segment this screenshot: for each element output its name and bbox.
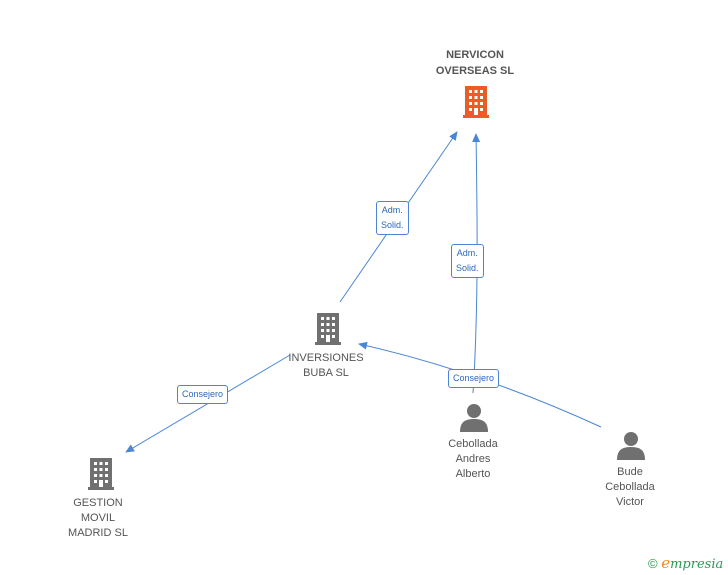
edge-label-andres-nervicon: Adm. Solid. (451, 244, 484, 278)
edge-label-victor-inversiones: Consejero (448, 369, 500, 388)
andres-label[interactable]: Cebollada Andres Alberto (448, 438, 498, 480)
gestion-building-icon[interactable] (88, 458, 114, 490)
nervicon-building-icon[interactable] (463, 86, 489, 118)
victor-person-icon[interactable] (617, 432, 645, 460)
gestion-label[interactable]: GESTION MOVIL MADRID SL (68, 497, 128, 539)
victor-label[interactable]: Bude Cebollada Victor (605, 466, 655, 508)
inversiones-building-icon[interactable] (315, 313, 341, 345)
copyright-icon: © (648, 556, 658, 571)
empresia-logo[interactable]: © empresia (648, 554, 723, 572)
edge-label-inversiones-nervicon: Adm. Solid. (376, 201, 409, 235)
inversiones-label[interactable]: INVERSIONES BUBA SL (288, 352, 364, 379)
edge-label-inversiones-gestion: Consejero (177, 385, 229, 404)
nervicon-label[interactable]: NERVICON OVERSEAS SL (435, 49, 515, 77)
andres-person-icon[interactable] (460, 404, 488, 432)
brand-name: empresia (661, 554, 724, 572)
